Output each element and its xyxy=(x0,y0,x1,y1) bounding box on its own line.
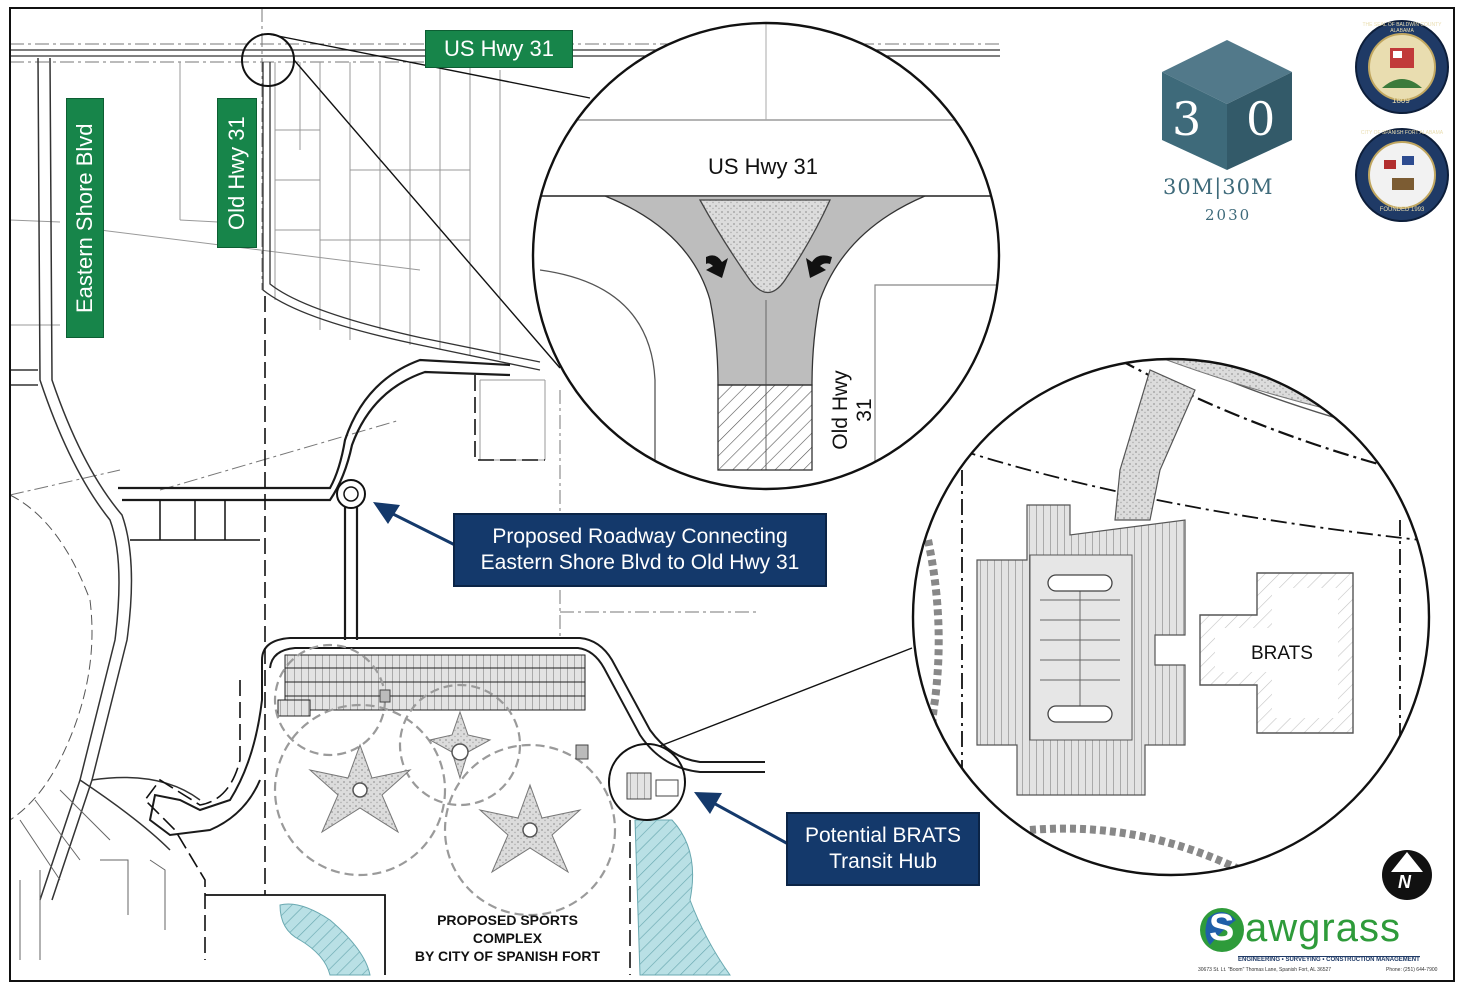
thirty-m-cube-logo xyxy=(1162,40,1292,170)
logo-digit-0: 0 xyxy=(1246,92,1276,146)
logo-tagline: 30M|30M xyxy=(1163,175,1274,199)
baldwin-seal-year: 1809 xyxy=(1392,96,1410,105)
parcel-lines xyxy=(9,62,546,461)
brats-building-label: BRATS xyxy=(1251,643,1313,664)
sawgrass-name: awgrass xyxy=(1245,906,1401,950)
eastern-shore-blvd-road xyxy=(10,57,201,901)
inset-us-hwy-31-label: US Hwy 31 xyxy=(708,154,819,179)
logo-digit-3: 3 xyxy=(1172,92,1202,146)
sawgrass-phone: Phone: (251) 644-7900 xyxy=(1386,967,1438,973)
proposed-roadway-callout-line2: Eastern Shore Blvd to Old Hwy 31 xyxy=(480,551,800,574)
us-hwy-31-sign-text: US Hwy 31 xyxy=(443,36,555,61)
transit-inset xyxy=(911,357,1431,877)
wetland-area xyxy=(634,819,731,976)
spanish-fort-seal xyxy=(1355,128,1449,222)
brats-hub-callout-line2: Transit Hub xyxy=(829,850,937,873)
transit-hub-marker xyxy=(608,743,686,821)
driveway-stubs xyxy=(130,500,260,541)
sports-complex-label: PROPOSED SPORTS COMPLEX BY CITY OF SPANI… xyxy=(395,911,620,965)
callout-arrows xyxy=(373,502,791,847)
proposed-roadway-callout-line1: Proposed Roadway Connecting xyxy=(492,525,788,548)
brats-hub-callout-line1: Potential BRATS xyxy=(804,824,961,847)
intersection-marker xyxy=(241,33,295,87)
old-hwy-31-road xyxy=(262,62,541,371)
north-arrow-letter: N xyxy=(1398,872,1411,892)
old-hwy-31-sign-text: Old Hwy 31 xyxy=(224,116,249,230)
residential-lots xyxy=(19,789,166,960)
sports-complex-label-line1: PROPOSED SPORTS xyxy=(437,912,578,928)
spanish-fort-seal-founded: FOUNDED 1993 xyxy=(1379,207,1425,213)
eastern-shore-blvd-sign: Eastern Shore Blvd xyxy=(66,98,104,338)
drainage-pond xyxy=(279,903,371,976)
sawgrass-s: S xyxy=(1209,907,1235,949)
sawgrass-logo-mark xyxy=(1200,908,1244,952)
sports-complex-label-line2: COMPLEX xyxy=(472,930,543,946)
brats-hub-callout: Potential BRATS Transit Hub xyxy=(786,812,980,886)
sawgrass-tagline: ENGINEERING • SURVEYING • CONSTRUCTION M… xyxy=(1238,956,1420,963)
transit-hub-footprint xyxy=(626,772,679,800)
logo-year: 2030 xyxy=(1205,206,1252,224)
sports-complex-label-line3: BY CITY OF SPANISH FORT xyxy=(414,948,601,964)
eastern-shore-blvd-sign-text: Eastern Shore Blvd xyxy=(72,123,97,313)
small-building xyxy=(575,744,589,760)
intersection-inset xyxy=(531,21,1001,491)
baldwin-seal-ring-text: THE SEAL OF BALDWIN COUNTY ALABAMA xyxy=(1362,22,1442,34)
site-boundary xyxy=(143,296,631,975)
old-hwy-31-sign: Old Hwy 31 xyxy=(217,98,257,248)
inset-old-hwy-31-label: Old Hwy 31 xyxy=(829,370,876,450)
spanish-fort-seal-ring-text: CITY OF SPANISH FORT ALABAMA xyxy=(1360,130,1444,136)
us-hwy-31-sign: US Hwy 31 xyxy=(425,30,573,68)
proposed-roadway xyxy=(118,358,511,640)
sawgrass-address: 30673 St. Lt. "Boom" Thomas Lane, Spanis… xyxy=(1198,967,1332,973)
baldwin-county-seal xyxy=(1355,20,1449,114)
sports-complex-road xyxy=(148,637,765,837)
north-arrow xyxy=(1382,850,1432,900)
proposed-roadway-callout: Proposed Roadway Connecting Eastern Shor… xyxy=(453,513,827,587)
residential-arc xyxy=(9,494,93,821)
